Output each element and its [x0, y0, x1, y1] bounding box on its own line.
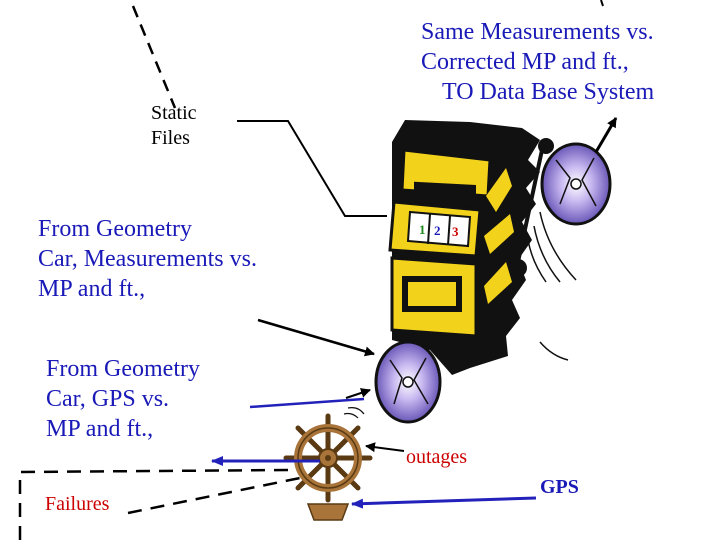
arrow-outages-to-wheel [365, 442, 405, 453]
label-geometry-measurements: From Geometry Car, Measurements vs. MP a… [38, 216, 257, 302]
slot-machine-icon [388, 120, 554, 375]
arrow-gps-to-wheel [351, 496, 537, 509]
label-geometry-gps: From Geometry Car, GPS vs. MP and ft., [46, 356, 200, 442]
cd-disc-icon [540, 142, 612, 226]
top-tick [600, 0, 604, 7]
reel-number-2: 2 [434, 223, 441, 238]
connector-static-files [237, 120, 387, 217]
ship-wheel-icon [283, 407, 373, 521]
cd-disc-icon [374, 340, 442, 424]
arrow-wheel-to-disc [345, 388, 371, 399]
arrow-to-database [594, 117, 618, 153]
label-failures: Failures [45, 493, 110, 515]
label-top-right: Same Measurements vs. Corrected MP and f… [421, 19, 655, 105]
motion-arcs [527, 211, 577, 283]
dashed-connector-failures [127, 476, 301, 515]
label-outages: outages [406, 446, 468, 468]
reel-number-3: 3 [452, 224, 459, 239]
label-gps: GPS [540, 476, 579, 498]
arrow-geometry-measurements [257, 318, 375, 357]
label-static-files: Static Files [151, 102, 197, 149]
connector-geometry-gps [249, 397, 365, 409]
dashed-connector-top [131, 5, 177, 109]
motion-arc-lower [539, 341, 569, 361]
reel-number-1: 1 [419, 222, 426, 237]
